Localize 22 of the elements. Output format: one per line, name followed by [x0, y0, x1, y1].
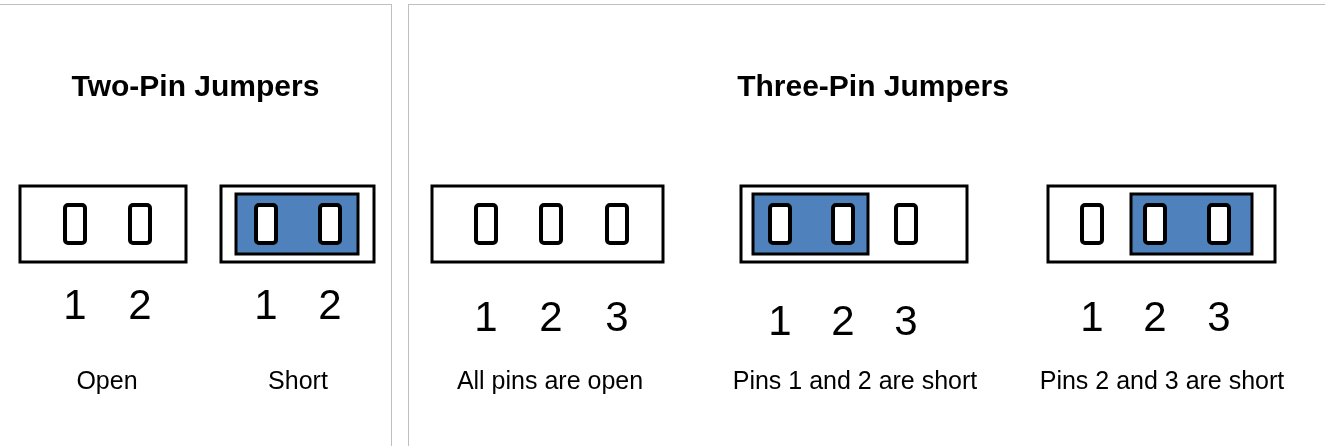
pin-number: 1 [63, 281, 87, 328]
panel [0, 4, 392, 446]
pin-number: 1 [254, 281, 278, 328]
pin-number: 2 [128, 281, 152, 328]
pin-number: 2 [1143, 293, 1167, 340]
panel [408, 4, 1325, 446]
pin-number: 2 [539, 293, 563, 340]
pin-number: 2 [831, 297, 855, 344]
caption: All pins are open [456, 366, 644, 394]
pin-number: 1 [1080, 293, 1104, 340]
pin-number: 2 [318, 281, 342, 328]
panel-heading: Two-Pin Jumpers [71, 69, 320, 103]
caption: Open [76, 366, 138, 394]
caption: Pins 1 and 2 are short [732, 366, 978, 394]
pin-number: 1 [474, 293, 498, 340]
panel-heading: Three-Pin Jumpers [737, 69, 1009, 103]
pin-number: 3 [894, 297, 918, 344]
caption: Short [268, 366, 328, 394]
pin-number: 3 [605, 293, 629, 340]
caption: Pins 2 and 3 are short [1039, 366, 1285, 394]
pin-number: 3 [1207, 293, 1231, 340]
pin-number: 1 [768, 297, 792, 344]
